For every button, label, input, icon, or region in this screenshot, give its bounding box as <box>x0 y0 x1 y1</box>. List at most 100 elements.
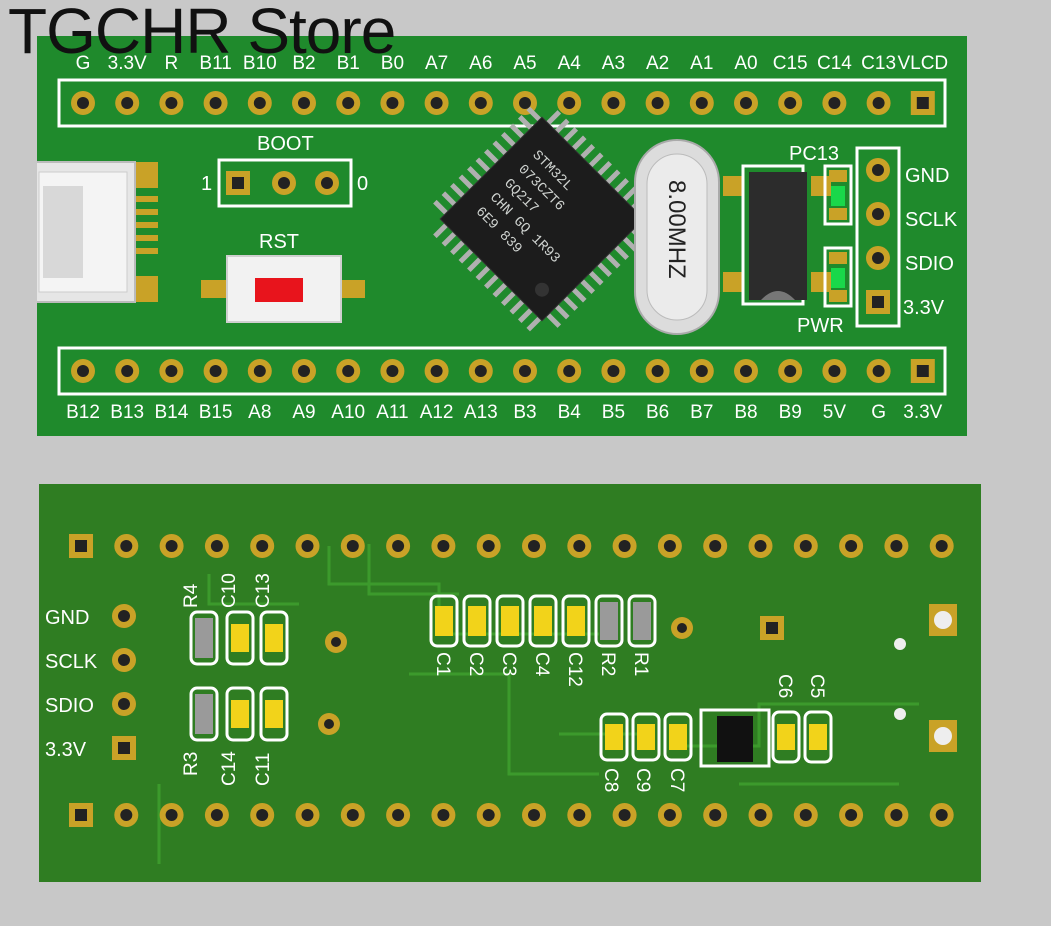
bottom-board-top-pins <box>69 534 954 558</box>
boot-label: BOOT <box>257 133 314 155</box>
pad-hole <box>890 540 903 552</box>
part-label: C8 <box>600 768 621 792</box>
mcu-pin <box>595 260 613 277</box>
mcu-pin <box>492 281 509 298</box>
pad-hole <box>386 97 399 109</box>
pad-hole <box>77 97 89 109</box>
mcu-pin <box>441 230 458 247</box>
board-bottom-view: GND SCLK SDIO 3.3V R4 C10 C13 <box>39 484 981 882</box>
mcu-pin <box>467 255 484 273</box>
pad-hole <box>392 540 405 552</box>
component-outline <box>528 594 558 648</box>
bottom-header-pin-label: B6 <box>646 402 669 423</box>
pad-hole <box>845 809 858 821</box>
part-label: R3 <box>181 752 202 776</box>
component-outline <box>462 594 492 648</box>
reset-button[interactable] <box>201 255 365 323</box>
swd-sclk-label: SCLK <box>905 209 958 231</box>
bottom-header-pin-label: 3.3V <box>903 402 942 423</box>
pad-hole <box>298 365 310 377</box>
swd-gnd-label: GND <box>905 165 949 187</box>
pad-hole <box>663 809 676 821</box>
bb-swd-gnd-label: GND <box>45 607 89 629</box>
mcu-pin <box>517 306 535 323</box>
mcu-pin <box>450 182 467 200</box>
mcu-pin <box>612 177 629 195</box>
pad-hole <box>528 809 540 821</box>
pad-hole <box>301 540 314 552</box>
component-outline <box>561 594 591 648</box>
pc13-led-label: PC13 <box>789 143 839 165</box>
part-label: R1 <box>630 652 651 676</box>
pad-hole <box>120 809 133 821</box>
mcu-pin <box>475 157 492 174</box>
component-body <box>633 602 651 640</box>
bottom-header-pin-label: G <box>871 402 886 423</box>
pad-hole <box>828 97 841 109</box>
pad-hole <box>209 97 222 109</box>
boot-jumper-outline <box>217 158 353 208</box>
pad-hole <box>872 365 885 377</box>
mcu-pin <box>561 294 579 311</box>
top-header-pin-label: 3.3V <box>108 53 147 74</box>
bb-swd-sdio-label: SDIO <box>45 695 94 717</box>
pad-hole <box>740 97 752 109</box>
swd-header-outline <box>855 146 901 328</box>
component-body <box>600 602 618 640</box>
pad-hole <box>695 365 708 377</box>
pad-hole <box>482 809 495 821</box>
store-title: TGCHR Store <box>8 0 396 67</box>
pad-hole <box>298 97 310 109</box>
pad-hole <box>784 365 797 377</box>
bottom-header-pin-label: A13 <box>464 402 498 423</box>
pad-hole <box>845 540 858 552</box>
mcu-pin <box>492 140 509 157</box>
top-header-pin-label: VLCD <box>897 53 948 74</box>
mcu-pin <box>587 269 604 286</box>
pc13-led <box>823 164 853 226</box>
pad-hole <box>799 809 812 821</box>
mcu-pin <box>553 118 570 135</box>
bottom-header-pin-label: B13 <box>110 402 144 423</box>
component-body <box>468 606 486 636</box>
part-label: C10 <box>219 573 240 608</box>
pad-hole <box>437 540 450 552</box>
pad-hole <box>256 540 269 552</box>
pad-hole <box>75 809 87 821</box>
part-label: C5 <box>806 674 827 698</box>
bottom-header-pin-label: 5V <box>823 402 847 423</box>
part-label: C2 <box>465 652 486 676</box>
top-header-pin-label: A6 <box>469 53 492 74</box>
pad-hole <box>392 809 405 821</box>
bottom-header-pin-label: B4 <box>558 402 582 423</box>
top-header-pin-label: A4 <box>558 53 582 74</box>
pad-hole <box>474 365 487 377</box>
pad-hole <box>342 365 355 377</box>
mcu-pin <box>621 235 638 252</box>
bottom-header-pin-label: B12 <box>66 402 100 423</box>
component-outline <box>495 594 525 648</box>
mcu-pin <box>570 286 587 303</box>
pad-hole <box>474 97 487 109</box>
pad-hole <box>618 540 631 552</box>
pad-hole <box>165 365 178 377</box>
pad-hole <box>528 540 540 552</box>
pad-hole <box>935 809 948 821</box>
part-label: C1 <box>432 652 453 676</box>
mcu-pin <box>570 135 587 152</box>
bottom-header-pin-label: B15 <box>199 402 233 423</box>
left-smd-group: R4 C10 C13 R3 C14 C11 <box>181 573 289 786</box>
mcu-pin <box>509 298 526 315</box>
pad-hole <box>346 540 359 552</box>
component-outline <box>429 594 459 648</box>
pad-hole <box>618 809 631 821</box>
part-label: R4 <box>181 583 202 608</box>
top-header-pin-label: R <box>165 53 179 74</box>
part-label: C6 <box>774 674 795 698</box>
pad-hole <box>784 97 797 109</box>
pad-hole <box>916 365 929 377</box>
component-body <box>534 606 552 636</box>
pad-hole <box>563 97 576 109</box>
swd-3v3-label: 3.3V <box>903 297 945 319</box>
